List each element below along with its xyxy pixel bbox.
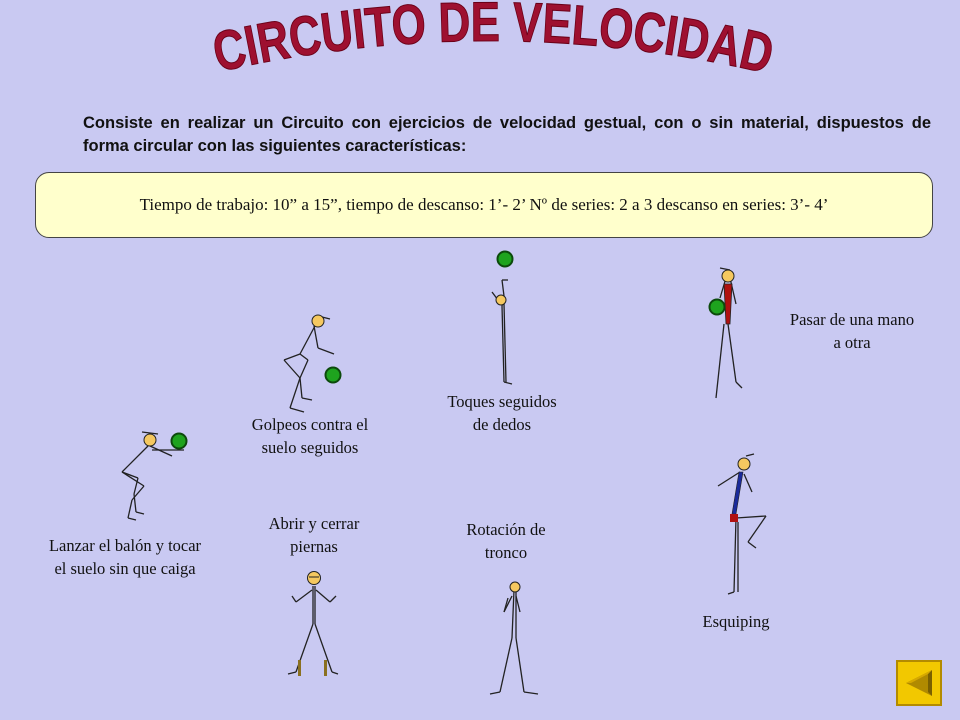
figure-rotacion <box>486 578 546 698</box>
caption-golpeos: Golpeos contra el suelo seguidos <box>251 415 369 457</box>
ball-lanzar <box>170 432 188 450</box>
info-box-text: Tiempo de trabajo: 10” a 15”, tiempo de … <box>139 195 829 214</box>
caption-rotacion: Rotación de tronco <box>466 520 546 562</box>
back-arrow-icon <box>906 670 932 696</box>
figure-esquiping <box>712 452 774 598</box>
figure-lanzar <box>114 428 188 528</box>
caption-abrir: Abrir y cerrar piernas <box>268 514 360 556</box>
caption-toques: Toques seguidos de dedos <box>447 392 557 434</box>
caption-pasar: Pasar de una mano a otra <box>789 310 915 352</box>
caption-lanzar: Lanzar el balón y tocar el suelo sin que… <box>48 536 202 578</box>
intro-text: Consiste en realizar un Circuito con eje… <box>83 114 931 155</box>
info-box: Tiempo de trabajo: 10” a 15”, tiempo de … <box>35 172 933 238</box>
svg-text:CIRCUITO DE VELOCIDAD: CIRCUITO DE VELOCIDAD <box>207 0 779 85</box>
ball-pasar <box>708 298 726 316</box>
figure-toques <box>486 276 520 386</box>
title-text: CIRCUITO DE VELOCIDAD <box>207 0 780 86</box>
ball-toques <box>496 250 514 268</box>
back-button[interactable] <box>896 660 942 706</box>
figure-abrir <box>282 568 344 680</box>
caption-esquiping: Esquiping <box>702 612 770 631</box>
figure-golpeos <box>278 312 348 416</box>
page-title: CIRCUITO DE VELOCIDAD <box>0 0 960 110</box>
figure-pasar <box>706 264 756 402</box>
ball-golpeos <box>324 366 342 384</box>
